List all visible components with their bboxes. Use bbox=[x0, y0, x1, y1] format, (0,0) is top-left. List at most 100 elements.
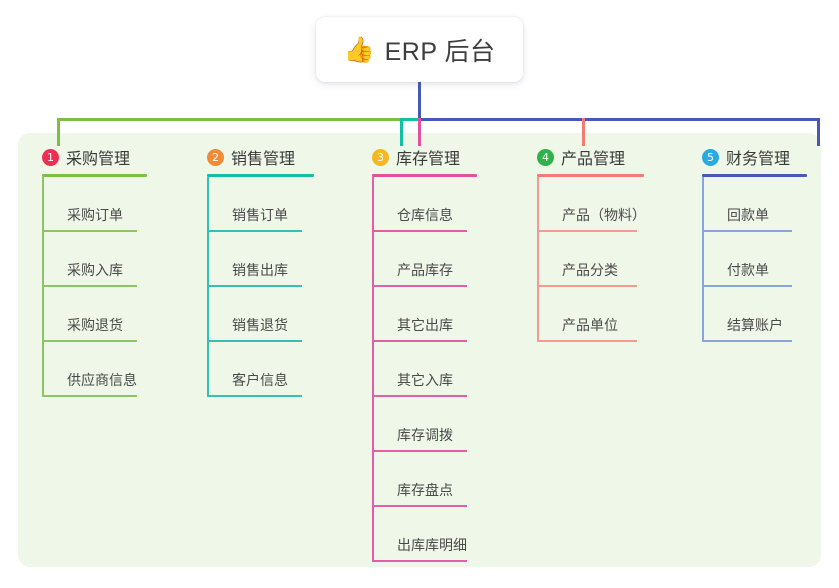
leaf-item-underline bbox=[42, 230, 137, 232]
diagram-panel bbox=[18, 133, 821, 567]
branch-items-5: 回款单付款单结算账户 bbox=[702, 177, 807, 342]
branch-items-1: 采购订单采购入库采购退货供应商信息 bbox=[42, 177, 147, 397]
branch-items-3: 仓库信息产品库存其它出库其它入库库存调拨库存盘点出库库明细 bbox=[372, 177, 477, 562]
leaf-item-label: 付款单 bbox=[727, 262, 769, 278]
branch-title-3: 库存管理 bbox=[396, 151, 461, 168]
leaf-item[interactable]: 付款单 bbox=[702, 232, 807, 287]
branch-badge-5: 5 bbox=[702, 148, 719, 166]
leaf-item-underline bbox=[537, 230, 637, 232]
branch-title-5: 财务管理 bbox=[726, 151, 791, 168]
branch-spine-5 bbox=[702, 177, 704, 342]
leaf-item-label: 采购退货 bbox=[67, 317, 123, 333]
leaf-item[interactable]: 产品单位 bbox=[537, 287, 646, 342]
leaf-item[interactable]: 结算账户 bbox=[702, 287, 807, 342]
leaf-item-label: 销售退货 bbox=[232, 317, 288, 333]
leaf-item[interactable]: 采购退货 bbox=[42, 287, 147, 342]
leaf-item-underline bbox=[372, 450, 467, 452]
leaf-item-underline bbox=[702, 230, 792, 232]
leaf-item[interactable]: 产品库存 bbox=[372, 232, 477, 287]
leaf-item-underline bbox=[207, 395, 302, 397]
branch-badge-4: 4 bbox=[537, 148, 554, 166]
branch-drop-3 bbox=[418, 118, 421, 146]
branch-spine-2 bbox=[207, 177, 209, 397]
leaf-item-label: 销售出库 bbox=[232, 262, 288, 278]
bus-segment-blue bbox=[418, 118, 818, 121]
leaf-item-label: 结算账户 bbox=[727, 317, 783, 333]
thumbs-up-icon: 👍 bbox=[343, 35, 375, 64]
branch-header-4[interactable]: 4 产品管理 bbox=[537, 146, 646, 168]
leaf-item[interactable]: 出库库明细 bbox=[372, 507, 477, 562]
leaf-item[interactable]: 销售出库 bbox=[207, 232, 314, 287]
leaf-item-label: 采购入库 bbox=[67, 262, 123, 278]
root-node[interactable]: 👍 ERP 后台 bbox=[316, 17, 523, 82]
leaf-item-label: 销售订单 bbox=[232, 207, 288, 223]
branch-title-4: 产品管理 bbox=[561, 151, 626, 168]
branch-underline-4 bbox=[537, 174, 644, 177]
branch-column-4: 4 产品管理产品（物料） 产品分类产品单位 bbox=[537, 146, 646, 342]
leaf-item-label: 产品库存 bbox=[397, 262, 453, 278]
leaf-item-underline bbox=[537, 285, 637, 287]
branch-underline-3 bbox=[372, 174, 477, 177]
leaf-item-underline bbox=[42, 395, 137, 397]
leaf-item[interactable]: 采购订单 bbox=[42, 177, 147, 232]
root-stem bbox=[418, 82, 421, 121]
leaf-item-underline bbox=[207, 340, 302, 342]
leaf-item-label: 产品分类 bbox=[562, 262, 618, 278]
branch-column-3: 3 库存管理仓库信息产品库存其它出库其它入库库存调拨库存盘点出库库明细 bbox=[372, 146, 477, 562]
leaf-item[interactable]: 产品分类 bbox=[537, 232, 646, 287]
branch-spine-1 bbox=[42, 177, 44, 397]
leaf-item-label: 客户信息 bbox=[232, 372, 288, 388]
leaf-item-label: 供应商信息 bbox=[67, 372, 137, 388]
leaf-item[interactable]: 产品（物料） bbox=[537, 177, 646, 232]
branch-title-1: 采购管理 bbox=[66, 151, 131, 168]
leaf-item-label: 产品单位 bbox=[562, 317, 618, 333]
leaf-item[interactable]: 供应商信息 bbox=[42, 342, 147, 397]
leaf-item-label: 回款单 bbox=[727, 207, 769, 223]
leaf-item[interactable]: 采购入库 bbox=[42, 232, 147, 287]
leaf-item-underline bbox=[702, 285, 792, 287]
branch-drop-5 bbox=[817, 118, 820, 146]
leaf-item-label: 出库库明细 bbox=[397, 537, 467, 553]
leaf-item-underline bbox=[207, 285, 302, 287]
leaf-item[interactable]: 销售退货 bbox=[207, 287, 314, 342]
branch-header-3[interactable]: 3 库存管理 bbox=[372, 146, 477, 168]
leaf-item-underline bbox=[372, 560, 467, 562]
branch-underline-5 bbox=[702, 174, 807, 177]
leaf-item-label: 仓库信息 bbox=[397, 207, 453, 223]
leaf-item-label: 采购订单 bbox=[67, 207, 123, 223]
branch-drop-1 bbox=[57, 118, 60, 146]
leaf-item-underline bbox=[702, 340, 792, 342]
leaf-item-underline bbox=[372, 230, 467, 232]
leaf-item-underline bbox=[207, 230, 302, 232]
leaf-item-label: 库存调拨 bbox=[397, 427, 453, 443]
leaf-item-underline bbox=[372, 285, 467, 287]
bus-segment-green bbox=[57, 118, 402, 121]
leaf-item-underline bbox=[42, 285, 137, 287]
leaf-item[interactable]: 销售订单 bbox=[207, 177, 314, 232]
leaf-item[interactable]: 其它出库 bbox=[372, 287, 477, 342]
branch-header-5[interactable]: 5 财务管理 bbox=[702, 146, 807, 168]
branch-underline-1 bbox=[42, 174, 147, 177]
leaf-item-label: 库存盘点 bbox=[397, 482, 453, 498]
leaf-item[interactable]: 库存调拨 bbox=[372, 397, 477, 452]
branch-underline-2 bbox=[207, 174, 314, 177]
leaf-item[interactable]: 仓库信息 bbox=[372, 177, 477, 232]
leaf-item-underline bbox=[372, 340, 467, 342]
leaf-item[interactable]: 客户信息 bbox=[207, 342, 314, 397]
branch-drop-2 bbox=[400, 118, 403, 146]
branch-column-5: 5 财务管理回款单付款单结算账户 bbox=[702, 146, 807, 342]
leaf-item-label: 其它出库 bbox=[397, 317, 453, 333]
branch-spine-3 bbox=[372, 177, 374, 562]
branch-items-4: 产品（物料） 产品分类产品单位 bbox=[537, 177, 646, 342]
branch-badge-3: 3 bbox=[372, 148, 389, 166]
leaf-item[interactable]: 库存盘点 bbox=[372, 452, 477, 507]
leaf-item-underline bbox=[372, 395, 467, 397]
leaf-item-underline bbox=[537, 340, 637, 342]
leaf-item[interactable]: 其它入库 bbox=[372, 342, 477, 397]
leaf-item[interactable]: 回款单 bbox=[702, 177, 807, 232]
